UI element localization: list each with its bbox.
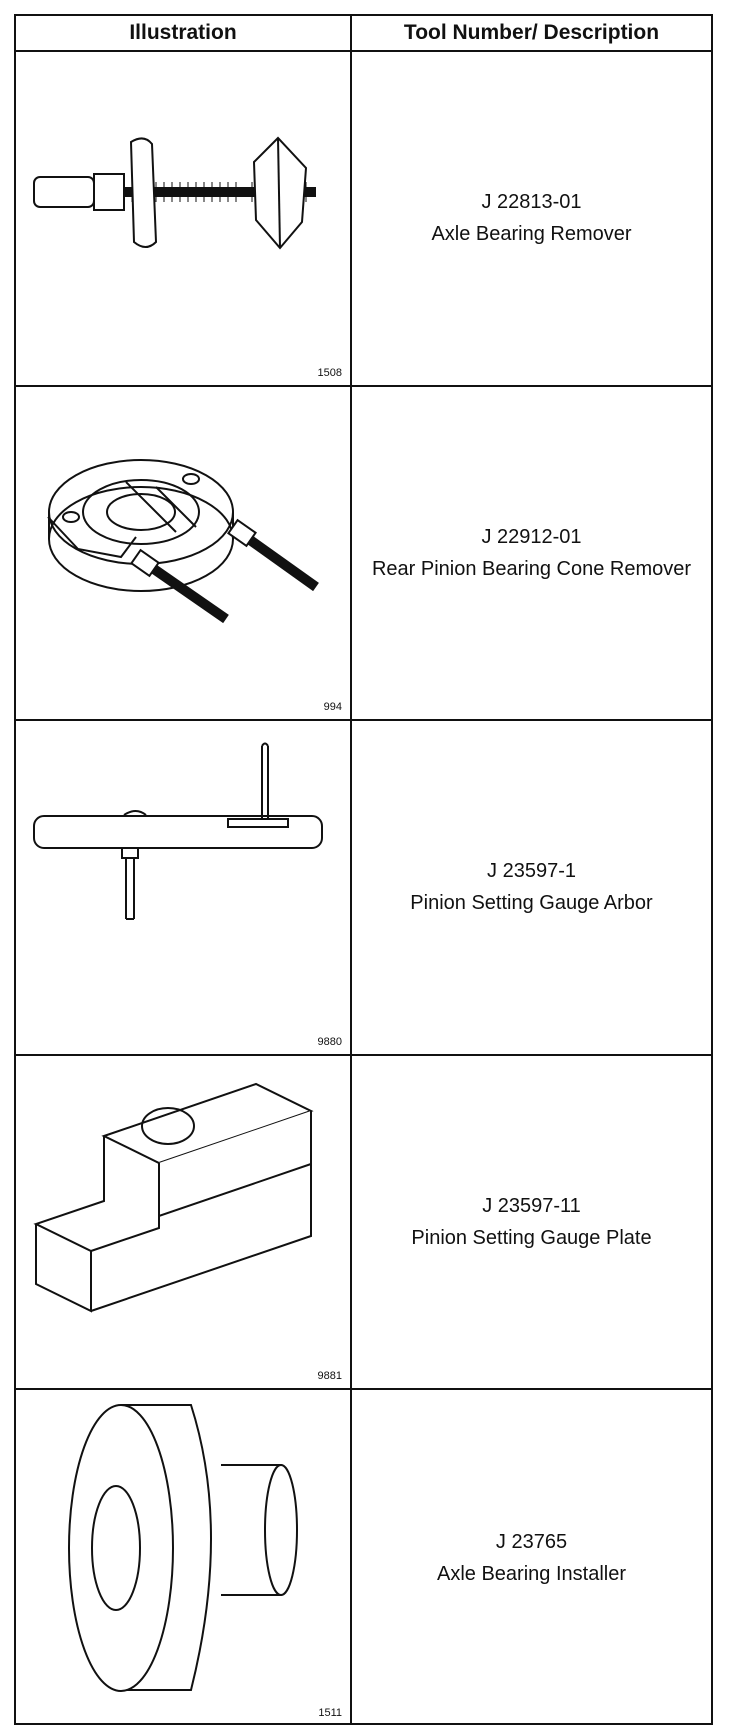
- table-row: 994 J 22912-01 Rear Pinion Bearing Cone …: [16, 386, 711, 722]
- header-description: Tool Number/ Description: [403, 21, 660, 44]
- description-cell: J 23597-11 Pinion Setting Gauge Plate: [352, 1056, 711, 1389]
- tool-description: Axle Bearing Remover: [431, 223, 632, 246]
- figure-number: 1508: [317, 366, 342, 379]
- axle-bearing-remover-icon: [33, 136, 316, 250]
- tool-number: J 23765: [495, 1530, 568, 1553]
- illustration-cell: 9881: [16, 1055, 352, 1389]
- table-row: 9880 J 23597-1 Pinion Setting Gauge Arbo…: [16, 721, 711, 1056]
- header-illustration: Illustration: [16, 16, 352, 50]
- description-cell: J 22813-01 Axle Bearing Remover: [352, 52, 711, 385]
- table-row: 9881 J 23597-11 Pinion Setting Gauge Pla…: [16, 1055, 711, 1391]
- illustration-cell: 994: [16, 386, 352, 720]
- illustration-cell: 1511: [16, 1390, 352, 1725]
- tool-description: Rear Pinion Bearing Cone Remover: [371, 557, 692, 580]
- gauge-plate-icon: [33, 1082, 314, 1313]
- figure-number: 1511: [318, 1706, 342, 1719]
- bearing-cone-remover-icon: [47, 458, 319, 623]
- tool-number: J 22912-01: [481, 525, 582, 548]
- figure-number: 9881: [317, 1370, 342, 1383]
- tool-number: J 23597-11: [482, 1195, 581, 1218]
- description-cell: J 23597-1 Pinion Setting Gauge Arbor: [352, 721, 711, 1054]
- tool-description: Pinion Setting Gauge Arbor: [410, 892, 653, 915]
- table-header: Illustration Tool Number/ Description: [16, 16, 711, 52]
- gauge-arbor-icon: [33, 742, 323, 921]
- table-row: 1508 J 22813-01 Axle Bearing Remover: [16, 52, 711, 387]
- tool-description: Axle Bearing Installer: [437, 1562, 626, 1585]
- description-cell: J 22912-01 Rear Pinion Bearing Cone Remo…: [352, 387, 711, 720]
- illustration-cell: 1508: [16, 52, 352, 385]
- illustration-cell: 9880: [16, 721, 352, 1054]
- tool-number: J 23597-1: [487, 860, 576, 883]
- table-row: 1511 J 23765 Axle Bearing Installer: [16, 1390, 711, 1725]
- bearing-installer-icon: [68, 1404, 298, 1693]
- tool-description: Pinion Setting Gauge Plate: [411, 1227, 652, 1250]
- figure-number: 994: [323, 701, 342, 714]
- figure-number: 9880: [317, 1035, 342, 1048]
- description-cell: J 23765 Axle Bearing Installer: [352, 1390, 711, 1725]
- tool-number: J 22813-01: [481, 191, 582, 214]
- tools-table: Illustration Tool Number/ Description 15…: [14, 14, 713, 1725]
